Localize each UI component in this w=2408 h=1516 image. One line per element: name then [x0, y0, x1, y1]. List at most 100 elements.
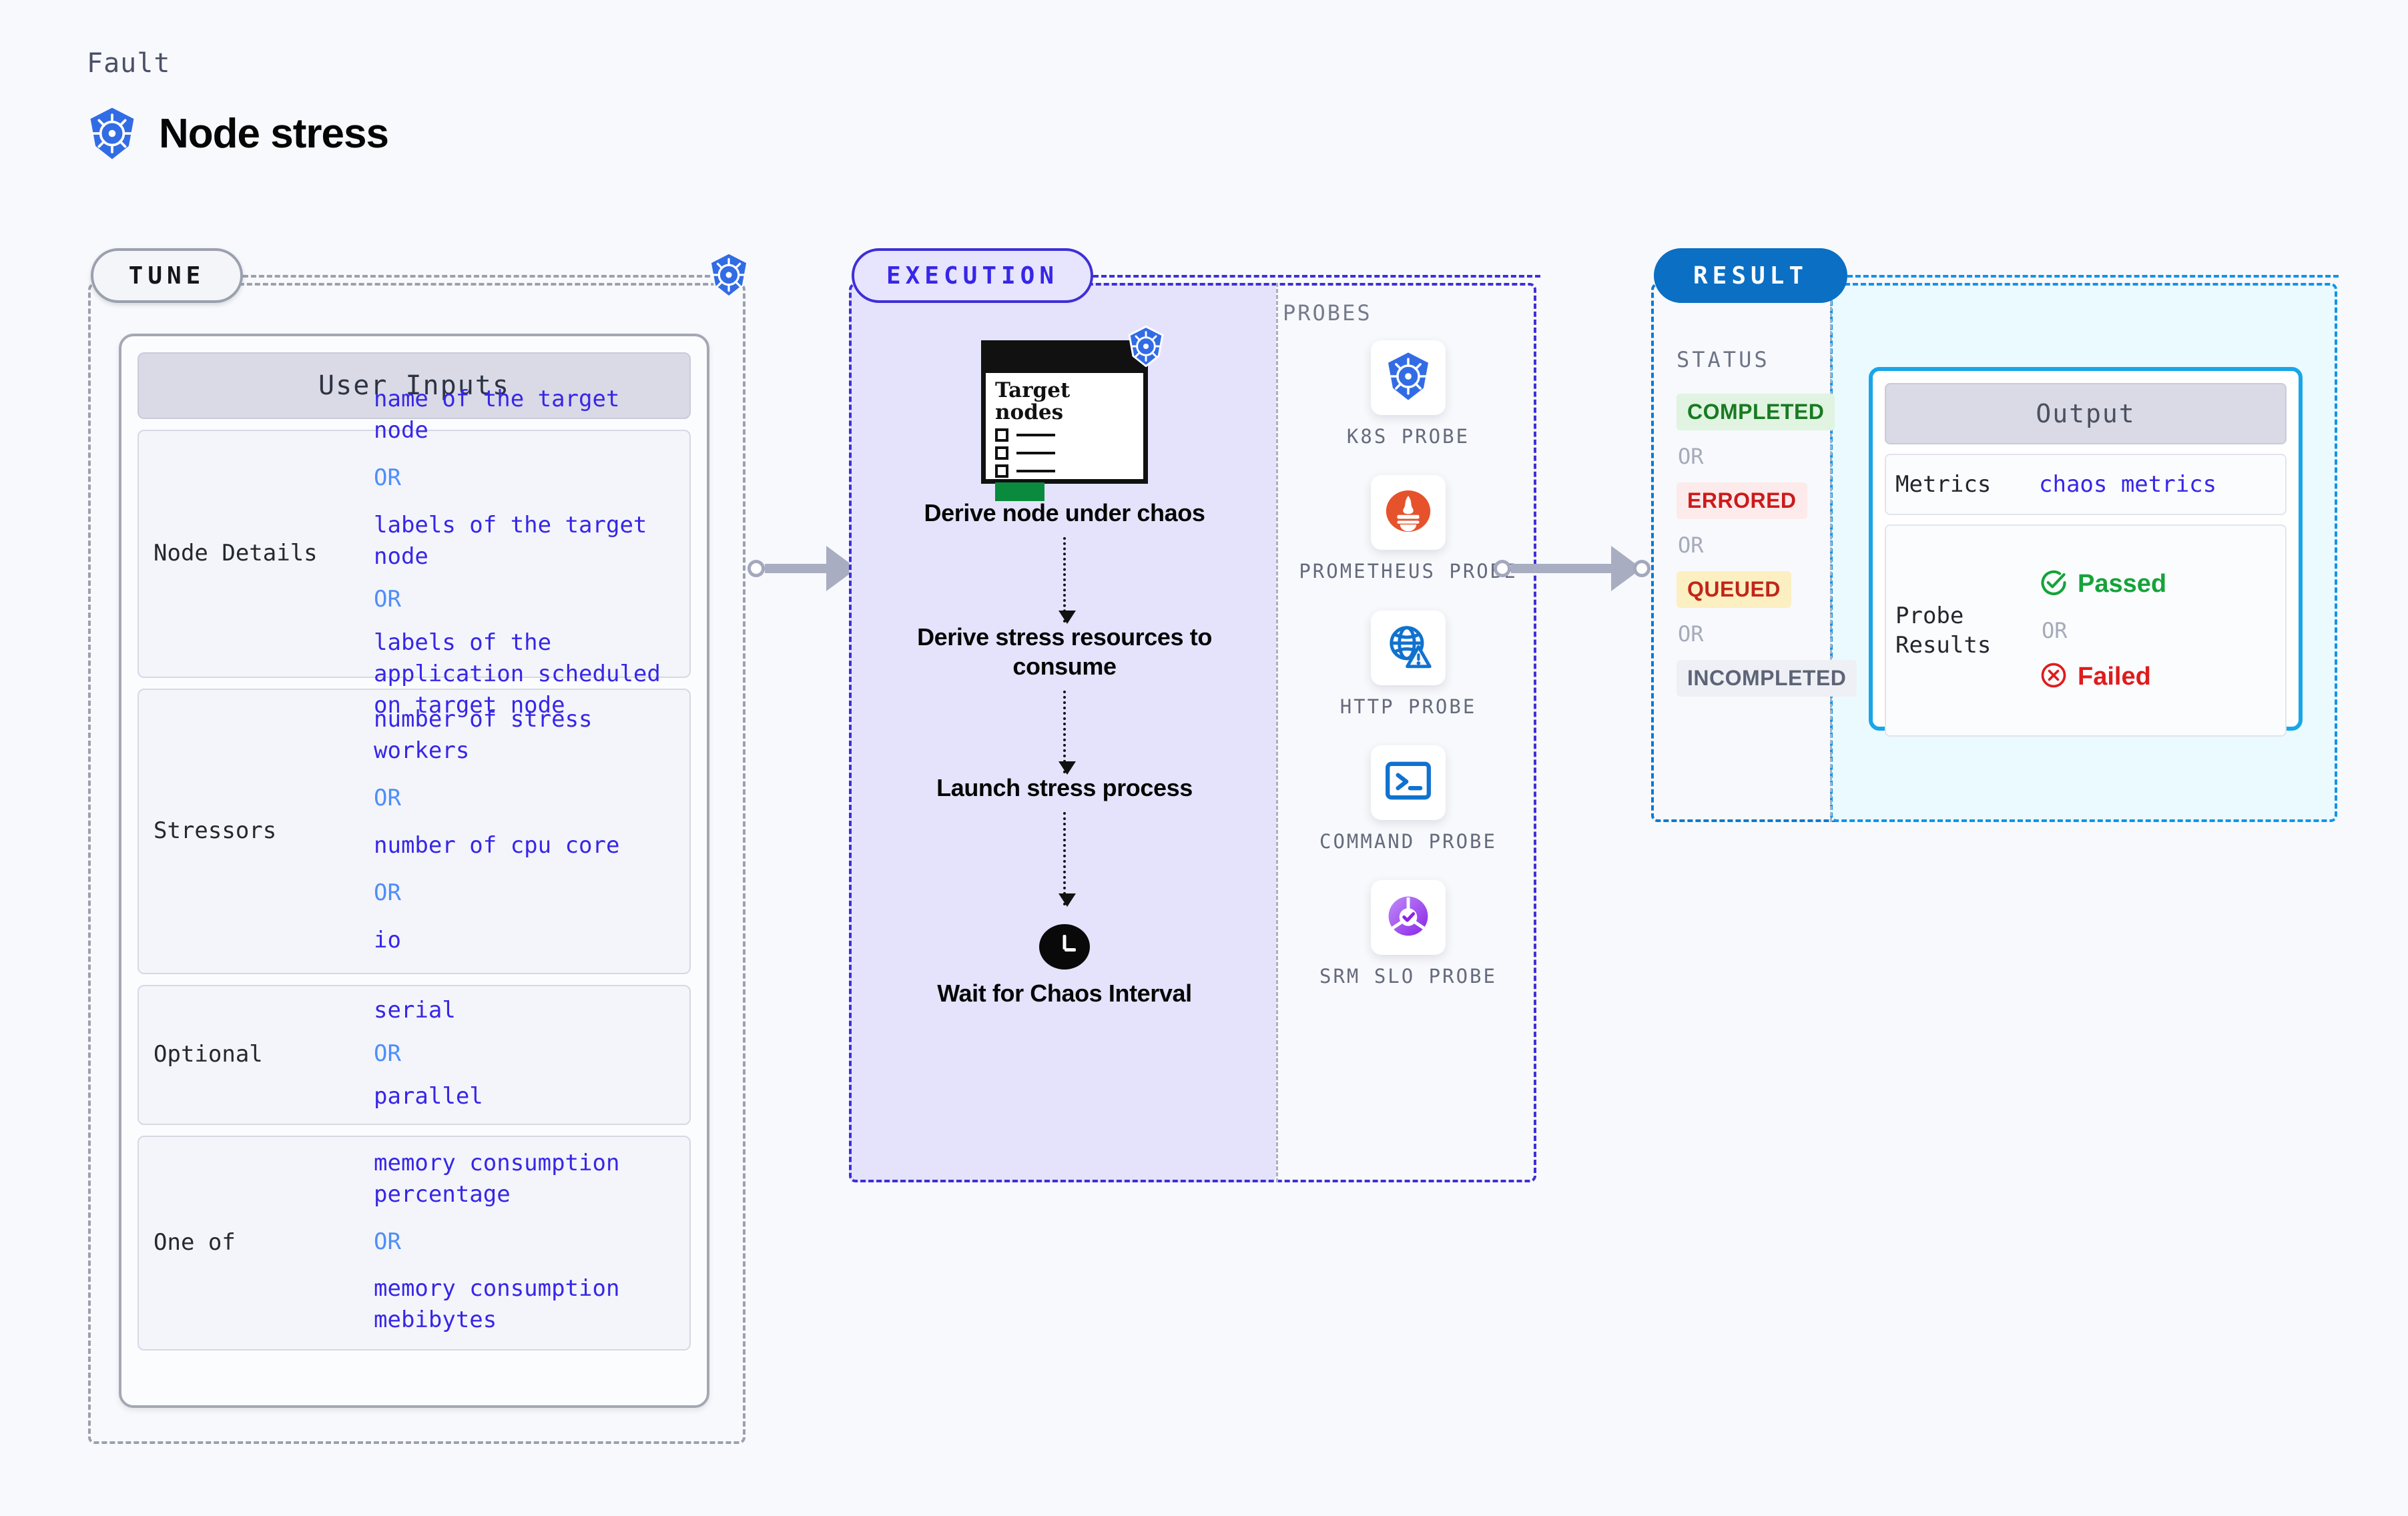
tune-stage-pill[interactable]: TUNE [91, 248, 243, 303]
connector-dot [1494, 560, 1511, 577]
probe-command[interactable]: COMMAND PROBE [1295, 745, 1522, 853]
prometheus-icon [1384, 487, 1432, 538]
kubernetes-icon [707, 252, 750, 298]
probe-prometheus[interactable]: PROMETHEUS PROBE [1295, 475, 1522, 583]
kubernetes-icon [87, 107, 137, 160]
card-titlebar [986, 345, 1143, 373]
probe-label: HTTP PROBE [1339, 695, 1477, 718]
probes-list: K8S PROBE PROMETHEUS PROBE [1295, 340, 1522, 1015]
probe-k8s[interactable]: K8S PROBE [1295, 340, 1522, 448]
target-title-line1: Target [995, 378, 1071, 402]
execution-flow: Target nodes [874, 326, 1255, 1008]
probe-http[interactable]: HTTP PROBE [1295, 610, 1522, 719]
result-stage-pill[interactable]: RESULT [1654, 248, 1847, 303]
input-value: serial [374, 996, 456, 1024]
x-circle-icon [2039, 661, 2068, 693]
or-separator: OR [2042, 618, 2068, 643]
execution-leader-line [1093, 275, 1540, 278]
flow-step-label: Derive stress resources to consume [917, 623, 1212, 680]
list-item [995, 428, 1143, 442]
probe-result-values: Passed OR Failed [2039, 568, 2276, 693]
flow-arrow [1059, 690, 1076, 775]
input-value: parallel [374, 1083, 483, 1110]
output-value: chaos metrics [2039, 471, 2217, 498]
connector-shaft [1511, 564, 1611, 573]
flow-step-wait-interval: Wait for Chaos Interval [874, 923, 1255, 1008]
input-value: memory consumption mebibytes [374, 1275, 620, 1334]
failed-label: Failed [2078, 663, 2151, 691]
flow-step-label: Wait for Chaos Interval [937, 979, 1192, 1007]
or-separator: OR [374, 586, 401, 613]
kubernetes-icon [1127, 326, 1165, 367]
row-key: Optional [154, 1041, 263, 1068]
target-nodes-title: Target nodes [986, 373, 1143, 423]
or-separator: OR [1678, 621, 1704, 647]
status-badge-queued: QUEUED [1677, 571, 1791, 608]
output-header: Output [1885, 383, 2287, 444]
probe-label: COMMAND PROBE [1319, 829, 1497, 853]
output-card: Output Metrics chaos metrics Probe Resul… [1869, 367, 2303, 737]
flow-step-label: Launch stress process [936, 773, 1193, 801]
flow-step-label: Derive node under chaos [924, 499, 1205, 526]
input-value: memory consumption percentage [374, 1149, 620, 1208]
checkbox-icon [995, 464, 1008, 478]
clock-icon [1039, 923, 1090, 970]
input-value: labels of the application scheduled on t… [374, 629, 661, 719]
input-value: name of the target node [374, 385, 620, 444]
flow-step-launch-stress: Launch stress process [874, 773, 1255, 803]
tune-leader-line [243, 275, 710, 278]
row-key: Node Details [154, 540, 318, 567]
probes-label: PROBES [1283, 300, 1372, 326]
target-nodes-list [986, 423, 1143, 478]
probes-divider [1276, 283, 1278, 1182]
row-values: serial OR parallel [374, 995, 677, 1116]
fault-label: Fault [87, 48, 171, 79]
list-item [995, 446, 1143, 460]
slo-donut-check-icon [1385, 893, 1432, 943]
status-list: COMPLETED OR ERRORED OR QUEUED OR INCOMP… [1677, 394, 1857, 697]
passed-label: Passed [2078, 570, 2167, 598]
result-leader-line [1847, 275, 2339, 278]
flow-arrow [1059, 811, 1076, 907]
execution-stage-pill[interactable]: EXECUTION [852, 248, 1093, 303]
probe-result-failed: Failed [2039, 661, 2276, 693]
flow-arrow [1059, 536, 1076, 624]
or-separator: OR [374, 1228, 401, 1255]
connector-shaft [765, 564, 826, 573]
check-circle-icon [2039, 568, 2068, 601]
probe-label: PROMETHEUS PROBE [1299, 560, 1518, 583]
input-value: labels of the target node [374, 511, 647, 570]
or-separator: OR [374, 464, 401, 491]
output-row-probe-results: Probe Results Passed OR [1885, 524, 2287, 737]
probe-label: K8S PROBE [1346, 425, 1470, 448]
row-values: name of the target node OR labels of the… [374, 384, 677, 724]
row-key: Stressors [154, 817, 277, 845]
globe-warning-icon [1385, 623, 1432, 673]
fault-title-row: Node stress [87, 107, 389, 160]
target-nodes-card: Target nodes [981, 326, 1164, 502]
probe-srm-slo[interactable]: SRM SLO PROBE [1295, 880, 1522, 988]
status-label: STATUS [1677, 347, 1770, 372]
probe-label: SRM SLO PROBE [1319, 965, 1497, 988]
result-divider [1830, 283, 1832, 822]
input-row-stressors: Stressors number of stress workers OR nu… [137, 689, 691, 974]
connector-tune-to-execution [747, 546, 866, 591]
terminal-icon [1385, 760, 1432, 805]
target-title-line2: nodes [995, 400, 1064, 424]
flow-step-derive-node: Target nodes [874, 326, 1255, 528]
or-separator: OR [374, 1040, 401, 1067]
row-key: One of [154, 1229, 236, 1256]
connector-dot [747, 560, 765, 577]
input-row-one-of: One of memory consumption percentage OR … [137, 1136, 691, 1351]
execution-stage-frame [849, 283, 1536, 1182]
selection-highlight [995, 482, 1044, 502]
list-item [995, 464, 1143, 478]
or-separator: OR [374, 785, 401, 812]
user-inputs-header: User Inputs [137, 352, 691, 419]
output-key: Metrics [1895, 470, 1992, 498]
or-separator: OR [374, 879, 401, 906]
user-inputs-card: User Inputs Node Details name of the tar… [119, 334, 709, 1408]
connector-dot [1633, 560, 1650, 577]
status-badge-errored: ERRORED [1677, 482, 1807, 519]
